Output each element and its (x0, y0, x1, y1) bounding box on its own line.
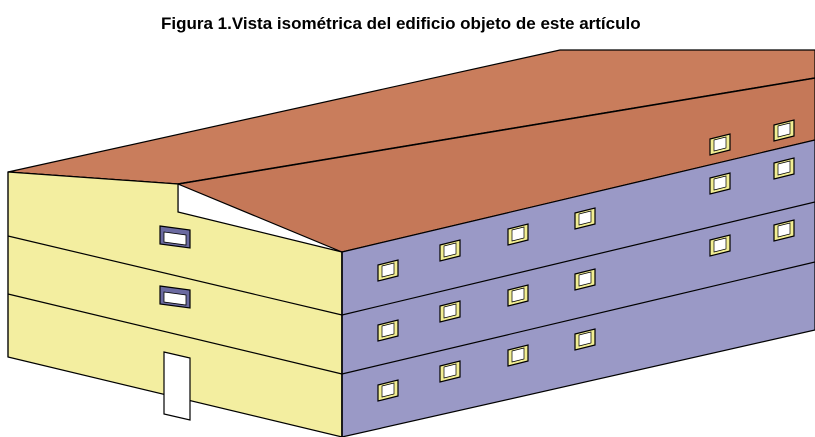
side-window-floor2-5-glass (713, 237, 727, 253)
side-wall-floor-line-2 (341, 261, 815, 375)
end-wall-window-middle (159, 285, 191, 309)
side-window-floor2-2-glass (443, 303, 457, 319)
end-wall-door (163, 351, 191, 421)
end-wall-floor-line-2 (7, 293, 343, 375)
side-window-floor1-1-glass (381, 262, 395, 278)
side-window-upper-2-glass (777, 122, 791, 138)
side-window-floor1-6-glass (777, 160, 791, 176)
side-window-floor1-3-glass (511, 226, 525, 242)
roof-ridge-main (177, 77, 815, 185)
end-wall-window-upper (159, 225, 191, 249)
end-wall-floor-line-1 (7, 235, 343, 316)
side-window-floor3-4-glass (578, 331, 592, 347)
side-window-floor3-3-glass (511, 347, 525, 363)
side-wall-windows (377, 119, 795, 402)
side-wall-floor-line-1 (341, 201, 815, 316)
side-window-floor1-4-glass (578, 210, 592, 226)
side-window-floor1-5-glass (713, 175, 727, 191)
figure-caption: Figura 1.Vista isométrica del edificio o… (161, 14, 641, 33)
side-window-floor3-2-glass (443, 363, 457, 379)
side-window-floor1-2-glass (443, 242, 457, 258)
side-window-upper-1-glass (713, 136, 727, 152)
side-window-floor2-3-glass (511, 287, 525, 303)
side-window-floor2-6-glass (777, 222, 791, 238)
side-window-floor2-1-glass (381, 322, 395, 338)
side-window-floor2-4-glass (578, 271, 592, 287)
side-window-floor3-1-glass (381, 382, 395, 398)
